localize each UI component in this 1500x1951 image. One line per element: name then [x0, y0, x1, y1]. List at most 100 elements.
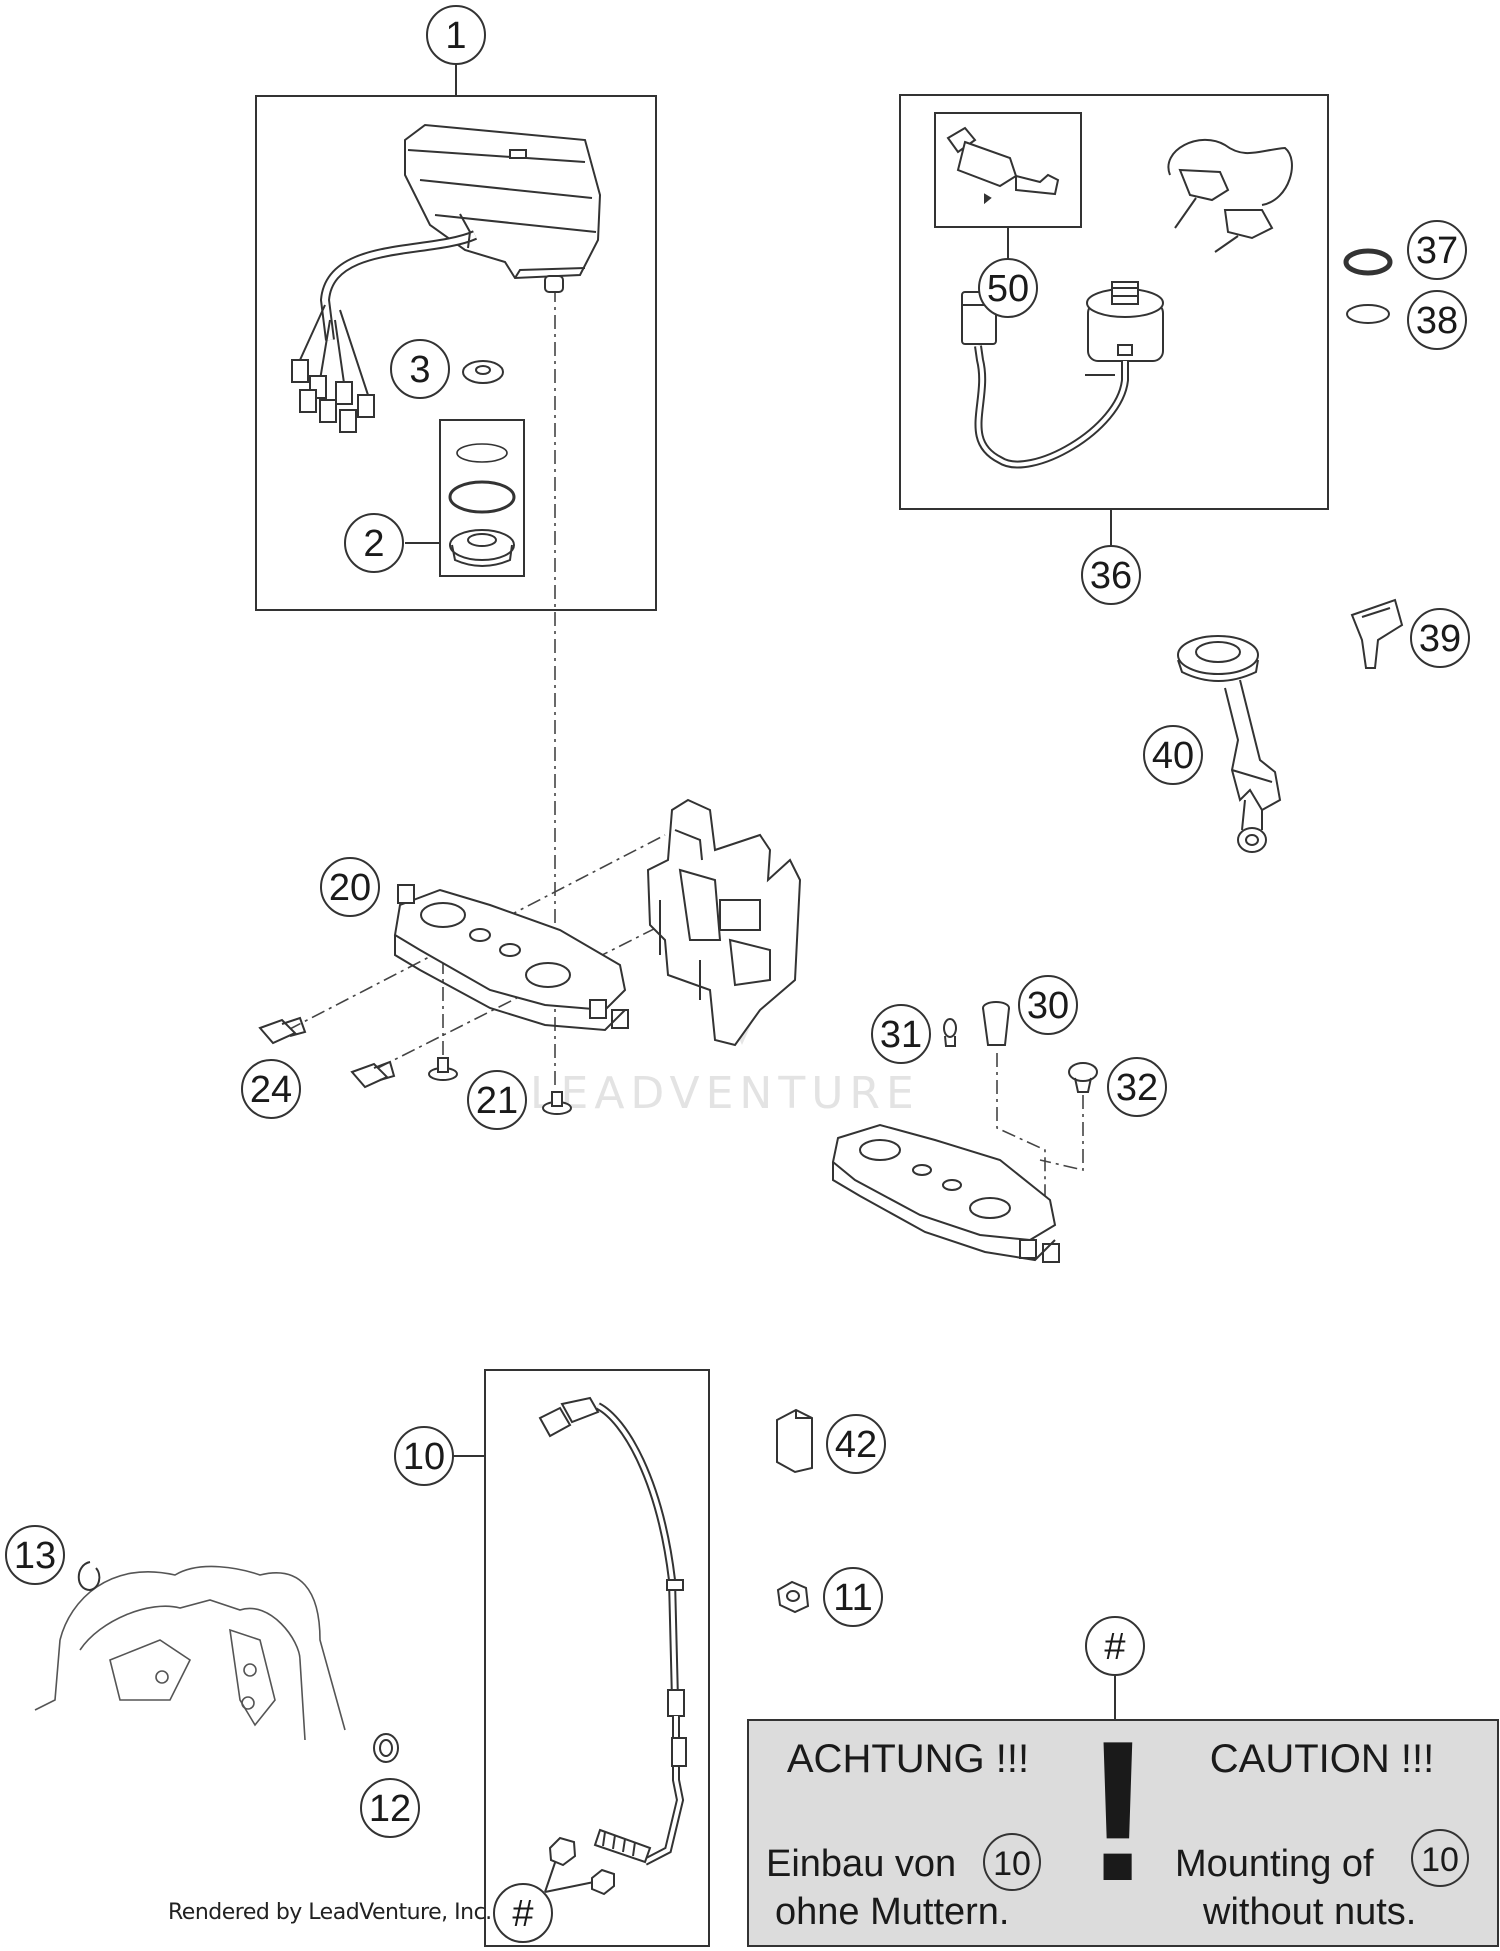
callout-circle	[823, 1567, 883, 1627]
callout-c10: 10	[394, 1426, 454, 1486]
callout-c20: 20	[320, 857, 380, 917]
callout-label: 11	[833, 1577, 872, 1619]
callout-c40: 40	[1143, 725, 1203, 785]
group-box-cable	[484, 1369, 710, 1947]
part-31-bulb	[943, 1018, 957, 1047]
callout-c24: 24	[241, 1059, 301, 1119]
keys	[1167, 138, 1293, 253]
part-38-ring	[1346, 304, 1390, 324]
callout-label: 3	[409, 349, 430, 391]
exclamation-icon: !	[1085, 1700, 1152, 1923]
callout-label: 32	[1116, 1067, 1158, 1109]
part-2-seals	[448, 443, 516, 567]
callout-hash-top: #	[1085, 1616, 1145, 1676]
callout-circle	[1081, 545, 1141, 605]
callout-circle	[1407, 220, 1467, 280]
part-11-clip	[776, 1580, 810, 1614]
callout-circle	[1018, 975, 1078, 1035]
watermark-text: LEADVENTURE	[530, 1068, 920, 1119]
callout-label: 50	[987, 268, 1029, 310]
callout-label: 37	[1416, 230, 1458, 272]
callout-circle	[360, 1778, 420, 1838]
part-50-lock-cylinder	[946, 126, 1060, 205]
callout-c2: 2	[344, 513, 404, 573]
part-12-spacer	[373, 1733, 399, 1763]
callout-circle	[241, 1059, 301, 1119]
assembly-line-30	[996, 1053, 1046, 1210]
part-30-pin	[982, 1001, 1010, 1046]
callout-c32: 32	[1107, 1057, 1167, 1117]
callout-label: 21	[476, 1080, 518, 1122]
callout-circle	[467, 1070, 527, 1130]
mount-bracket	[646, 798, 802, 1047]
callout-circle	[1410, 608, 1470, 668]
part-3-nut	[462, 360, 504, 384]
warning-heading-de: ACHTUNG !!!	[787, 1737, 1029, 1781]
brake-disc	[34, 1565, 346, 1741]
warning-heading-en: CAUTION !!!	[1210, 1737, 1434, 1781]
callout-c21: 21	[467, 1070, 527, 1130]
callout-c11: 11	[823, 1567, 883, 1627]
callout-c37: 37	[1407, 220, 1467, 280]
part-32-pin	[1068, 1062, 1098, 1093]
part-39-key	[1350, 598, 1404, 669]
part-40-bracket	[1177, 635, 1282, 853]
callout-circle	[1085, 1616, 1145, 1676]
warning-line1-en: Mounting of	[1175, 1843, 1374, 1885]
callout-label: 1	[445, 15, 466, 57]
part-20-clamp	[393, 884, 629, 1032]
footer-credit: Rendered by LeadVenture, Inc.	[168, 1900, 492, 1925]
callout-circle	[390, 339, 450, 399]
callout-label: 36	[1090, 555, 1132, 597]
warning-line2-en: without nuts.	[1202, 1891, 1416, 1933]
instrument-cluster	[291, 123, 602, 433]
callout-circle	[1143, 725, 1203, 785]
callout-c36: 36	[1081, 545, 1141, 605]
callout-c1: 1	[426, 5, 486, 65]
callout-label: 10	[403, 1436, 445, 1478]
part-10-cable	[538, 1396, 687, 1866]
callout-circle	[1107, 1057, 1167, 1117]
callout-label: 12	[369, 1788, 411, 1830]
assembly-line-32	[1039, 1095, 1084, 1172]
callout-circle	[320, 857, 380, 917]
callout-c12: 12	[360, 1778, 420, 1838]
warning-panel: ACHTUNG !!! CAUTION !!! ! Einbau von 10 …	[747, 1700, 1499, 1947]
callout-c38: 38	[1407, 290, 1467, 350]
callout-c50: 50	[978, 258, 1038, 318]
callout-label: #	[512, 1893, 533, 1935]
callout-circle	[426, 5, 486, 65]
callout-hash-bottom: #	[493, 1883, 553, 1943]
callout-c30: 30	[1018, 975, 1078, 1035]
connector-group	[291, 359, 375, 433]
assembly-line-bolt-upper	[287, 834, 666, 1031]
callout-label: 13	[14, 1535, 56, 1577]
callout-label: 24	[250, 1069, 292, 1111]
callout-label: 30	[1027, 985, 1069, 1027]
callout-circle	[978, 258, 1038, 318]
callout-c3: 3	[390, 339, 450, 399]
lower-clamp	[831, 1123, 1060, 1263]
callout-c42: 42	[826, 1414, 886, 1474]
callout-label: 39	[1419, 618, 1461, 660]
callout-circle	[344, 513, 404, 573]
part-24-bolts	[258, 1016, 396, 1089]
callout-c13: 13	[5, 1525, 65, 1585]
callout-label: 31	[880, 1014, 922, 1056]
callout-label: 20	[329, 867, 371, 909]
group-box-ignition	[899, 94, 1329, 510]
callout-label: 42	[835, 1424, 877, 1466]
callout-c31: 31	[871, 1004, 931, 1064]
warning-line1-de: Einbau von	[766, 1843, 956, 1885]
callout-c39: 39	[1410, 608, 1470, 668]
hex-nuts	[548, 1836, 615, 1896]
callout-circle	[826, 1414, 886, 1474]
callout-circle	[1407, 290, 1467, 350]
warning-line2-de: ohne Muttern.	[775, 1891, 1009, 1933]
part-42-clip	[776, 1408, 813, 1474]
callout-circle	[493, 1883, 553, 1943]
callout-label: 40	[1152, 735, 1194, 777]
callout-label: 2	[363, 523, 384, 565]
warning-ref-en: 10	[1421, 1841, 1459, 1879]
